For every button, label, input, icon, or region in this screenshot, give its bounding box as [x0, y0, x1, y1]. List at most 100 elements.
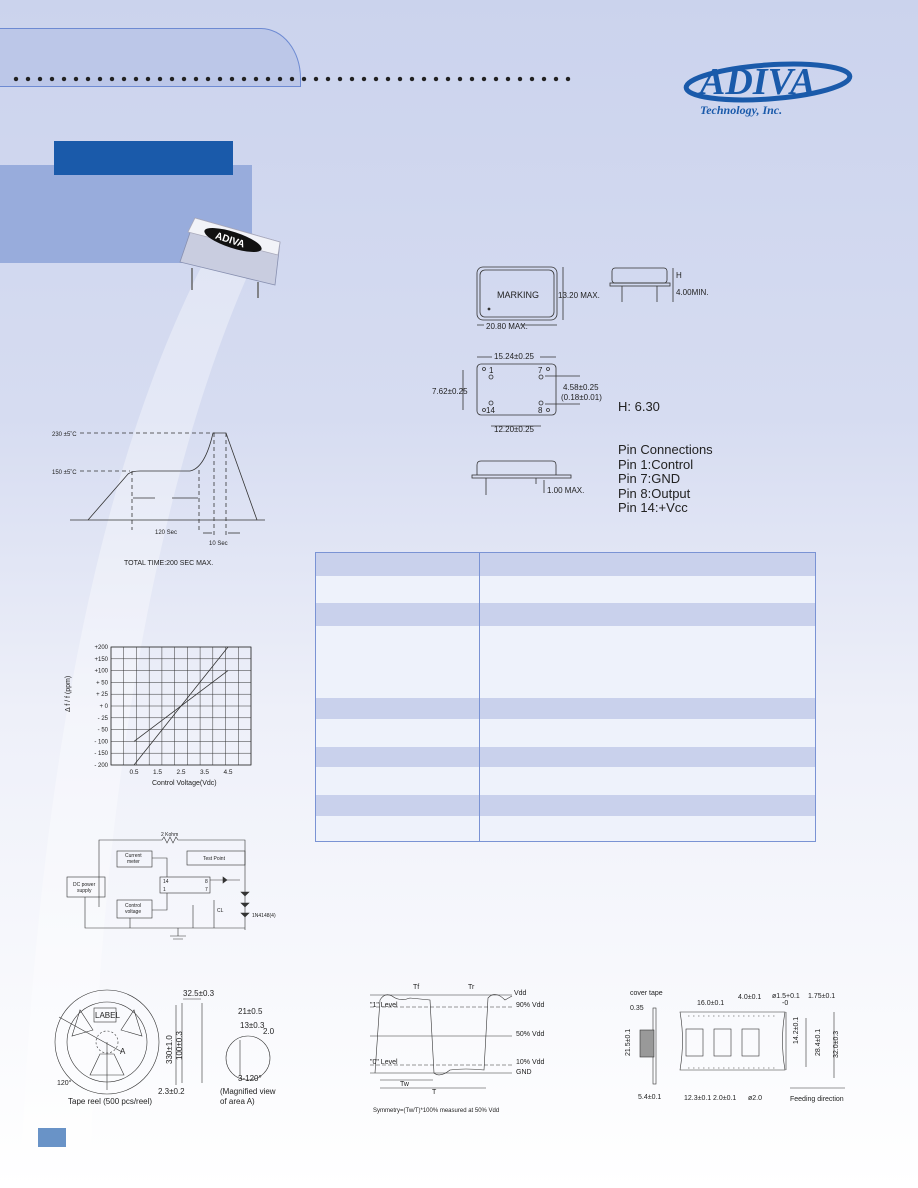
brand-subtitle: Technology, Inc.: [700, 103, 782, 117]
pin-view-drawing: 15.24±0.25 1 7 14 8 7.62±0.25 4.58±0.25 …: [432, 350, 660, 434]
y-tick-label: - 200: [94, 763, 108, 769]
pin-connections: Pin Connections Pin 1:Control Pin 7:GND …: [618, 442, 713, 515]
svg-text:Control: Control: [125, 903, 141, 909]
table-row: [315, 815, 816, 842]
svg-text:meter: meter: [127, 859, 140, 865]
svg-text:1.75±0.1: 1.75±0.1: [808, 993, 835, 1000]
tape-reel-drawing: LABEL A 120° Tape reel (500 pcs/reel) 32…: [54, 989, 276, 1106]
svg-text:voltage: voltage: [125, 909, 141, 915]
svg-text:of area A): of area A): [220, 1097, 255, 1106]
svg-text:supply: supply: [77, 888, 92, 894]
svg-text:H: H: [676, 271, 682, 280]
svg-text:2.0±0.1: 2.0±0.1: [713, 1095, 736, 1102]
svg-text:cover tape: cover tape: [630, 990, 663, 997]
svg-text:Tw: Tw: [400, 1081, 410, 1088]
svg-text:Pin 1:Control: Pin 1:Control: [618, 457, 693, 472]
spec-table: [315, 552, 816, 842]
svg-text:TOTAL TIME:200 SEC MAX.: TOTAL TIME:200 SEC MAX.: [124, 560, 213, 567]
reflow-profile: 230 ±5˚C 150 ±5˚C 120 Sec 10 Sec TOTAL T…: [52, 431, 265, 567]
svg-text:13.20 MAX.: 13.20 MAX.: [558, 291, 600, 300]
svg-text:12.20±0.25: 12.20±0.25: [494, 425, 535, 434]
svg-text:230 ±5˚C: 230 ±5˚C: [52, 431, 77, 438]
svg-text:Tf: Tf: [413, 984, 419, 991]
svg-text:Pin 8:Output: Pin 8:Output: [618, 486, 691, 501]
svg-text:100±0.3: 100±0.3: [175, 1031, 184, 1060]
y-axis-label: Δ f / f (ppm): [65, 676, 72, 712]
svg-text:2.3±0.2: 2.3±0.2: [158, 1087, 185, 1096]
svg-text:120 Sec: 120 Sec: [155, 530, 177, 536]
svg-text:120°: 120°: [57, 1079, 72, 1087]
svg-text:Feeding direction: Feeding direction: [790, 1096, 844, 1103]
x-tick-label: 0.5: [129, 769, 138, 776]
svg-text:Vdd: Vdd: [514, 990, 527, 997]
svg-text:8: 8: [538, 406, 543, 415]
svg-text:T: T: [432, 1089, 437, 1096]
y-tick-label: - 100: [94, 739, 108, 745]
height-note: H: 6.30: [618, 399, 660, 414]
table-row: [315, 746, 816, 767]
test-circuit: 2 Kohm Current meter Test Point DC power…: [66, 832, 276, 940]
control-voltage-chart: Δ f / f (ppm) Control Voltage(Vdc) +200 +…: [65, 645, 252, 787]
svg-text:4.00MIN.: 4.00MIN.: [676, 288, 708, 297]
svg-text:20.80 MAX.: 20.80 MAX.: [486, 322, 528, 331]
svg-text:(0.18±0.01): (0.18±0.01): [561, 393, 602, 402]
svg-text:13±0.3: 13±0.3: [240, 1021, 265, 1030]
svg-text:12.3±0.1: 12.3±0.1: [684, 1095, 711, 1102]
table-row: [315, 766, 816, 795]
svg-text:4.58±0.25: 4.58±0.25: [563, 383, 599, 392]
svg-text:Tape reel (500 pcs/reel): Tape reel (500 pcs/reel): [68, 1097, 152, 1106]
svg-text:-0: -0: [782, 1000, 788, 1007]
page-marker: [38, 1128, 66, 1147]
x-tick-label: 3.5: [200, 769, 209, 776]
y-tick-label: - 150: [94, 751, 108, 757]
svg-text:CL: CL: [217, 908, 224, 914]
svg-text:21±0.5: 21±0.5: [238, 1007, 263, 1016]
svg-text:3-120°: 3-120°: [238, 1074, 262, 1083]
svg-text:2.0: 2.0: [263, 1027, 275, 1036]
output-waveform: Tf Tr Vdd 90% Vdd 50% Vdd 10% Vdd GND "1…: [370, 984, 545, 1114]
svg-text:"1" Level: "1" Level: [370, 1002, 398, 1009]
svg-text:10% Vdd: 10% Vdd: [516, 1059, 545, 1066]
svg-text:5.4±0.1: 5.4±0.1: [638, 1094, 661, 1101]
table-row: [315, 794, 816, 816]
svg-text:330±1.0: 330±1.0: [165, 1035, 174, 1064]
svg-text:14: 14: [163, 879, 169, 885]
svg-text:MARKING: MARKING: [497, 290, 539, 300]
svg-text:0.35: 0.35: [630, 1005, 644, 1012]
y-tick-label: - 50: [98, 728, 109, 734]
svg-text:Pin Connections: Pin Connections: [618, 442, 713, 457]
y-tick-label: + 0: [99, 704, 108, 710]
svg-text:50% Vdd: 50% Vdd: [516, 1031, 545, 1038]
svg-text:1: 1: [163, 887, 166, 893]
svg-text:Current: Current: [125, 853, 142, 859]
svg-text:1N4148(4): 1N4148(4): [252, 913, 276, 919]
x-tick-label: 2.5: [176, 769, 185, 776]
x-tick-label: 4.5: [223, 769, 232, 776]
svg-text:4.0±0.1: 4.0±0.1: [738, 994, 761, 1001]
svg-text:15.24±0.25: 15.24±0.25: [494, 352, 535, 361]
y-tick-label: - 25: [98, 716, 109, 722]
y-tick-label: +200: [94, 645, 108, 651]
table-row: [315, 718, 816, 747]
svg-text:Symmetry=(Tw/T)*100% measured: Symmetry=(Tw/T)*100% measured at 50% Vdd: [373, 1108, 499, 1114]
watermark-swoosh: [20, 250, 250, 1188]
svg-text:Test Point: Test Point: [203, 856, 226, 862]
svg-text:90% Vdd: 90% Vdd: [516, 1002, 545, 1009]
svg-text:32.5±0.3: 32.5±0.3: [183, 989, 215, 998]
svg-text:7.62±0.25: 7.62±0.25: [432, 387, 468, 396]
table-row: [315, 697, 816, 719]
table-row: [315, 552, 816, 576]
svg-text:ø1.5+0.1: ø1.5+0.1: [772, 993, 800, 1000]
y-tick-label: + 25: [96, 692, 109, 698]
x-axis-label: Control Voltage(Vdc): [152, 780, 217, 787]
svg-text:LABEL: LABEL: [95, 1011, 120, 1020]
svg-text:(Magnified view: (Magnified view: [220, 1087, 276, 1096]
y-tick-label: + 50: [96, 680, 109, 686]
svg-text:ADIVA: ADIVA: [698, 61, 815, 103]
svg-text:150 ±5˚C: 150 ±5˚C: [52, 469, 77, 476]
svg-text:Pin 7:GND: Pin 7:GND: [618, 471, 680, 486]
svg-text:7: 7: [205, 887, 208, 893]
svg-text:21.5±0.1: 21.5±0.1: [625, 1029, 632, 1056]
svg-text:DC power: DC power: [73, 882, 96, 888]
x-tick-label: 1.5: [153, 769, 162, 776]
